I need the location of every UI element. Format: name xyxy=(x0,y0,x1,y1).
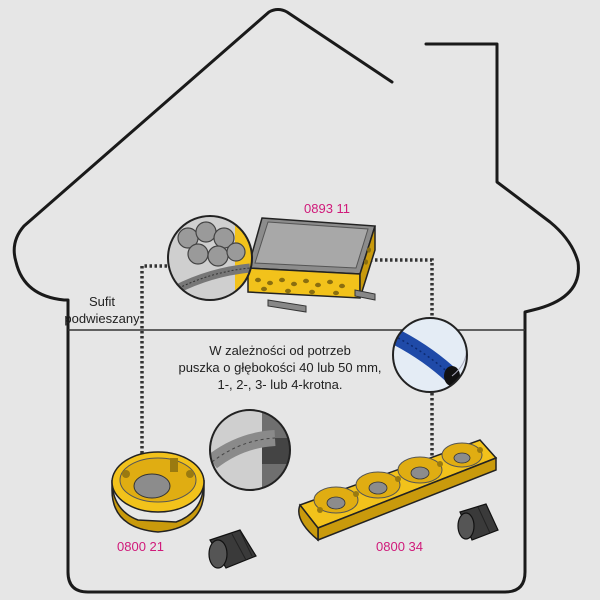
blue-conduit-magnifier xyxy=(392,317,468,393)
blanking-plug-right xyxy=(457,503,499,541)
ceiling-label-line1: Sufit xyxy=(88,294,115,309)
quad-wall-box xyxy=(298,439,498,542)
single-wall-box xyxy=(111,451,205,533)
depth-note: W zależności od potrzeb puszka o głęboko… xyxy=(160,342,400,393)
cable-entry-magnifier xyxy=(167,215,253,301)
quad-box-code: 0800 34 xyxy=(376,539,423,554)
depth-note-line1: W zależności od potrzeb xyxy=(209,343,351,358)
blanking-plug xyxy=(208,529,257,569)
depth-note-line2: puszka o głębokości 40 lub 50 mm, xyxy=(178,360,382,375)
junction-box xyxy=(247,217,376,313)
single-box-code: 0800 21 xyxy=(117,539,164,554)
junction-box-code: 0893 11 xyxy=(304,201,351,216)
depth-note-line3: 1-, 2-, 3- lub 4-krotna. xyxy=(217,377,343,392)
ceiling-label: Sufit podwieszany xyxy=(64,293,140,327)
ceiling-label-line2: podwieszany xyxy=(64,311,140,326)
house-outline xyxy=(12,8,580,594)
cable-route xyxy=(140,258,434,470)
conduit-entry-magnifier xyxy=(209,409,291,491)
